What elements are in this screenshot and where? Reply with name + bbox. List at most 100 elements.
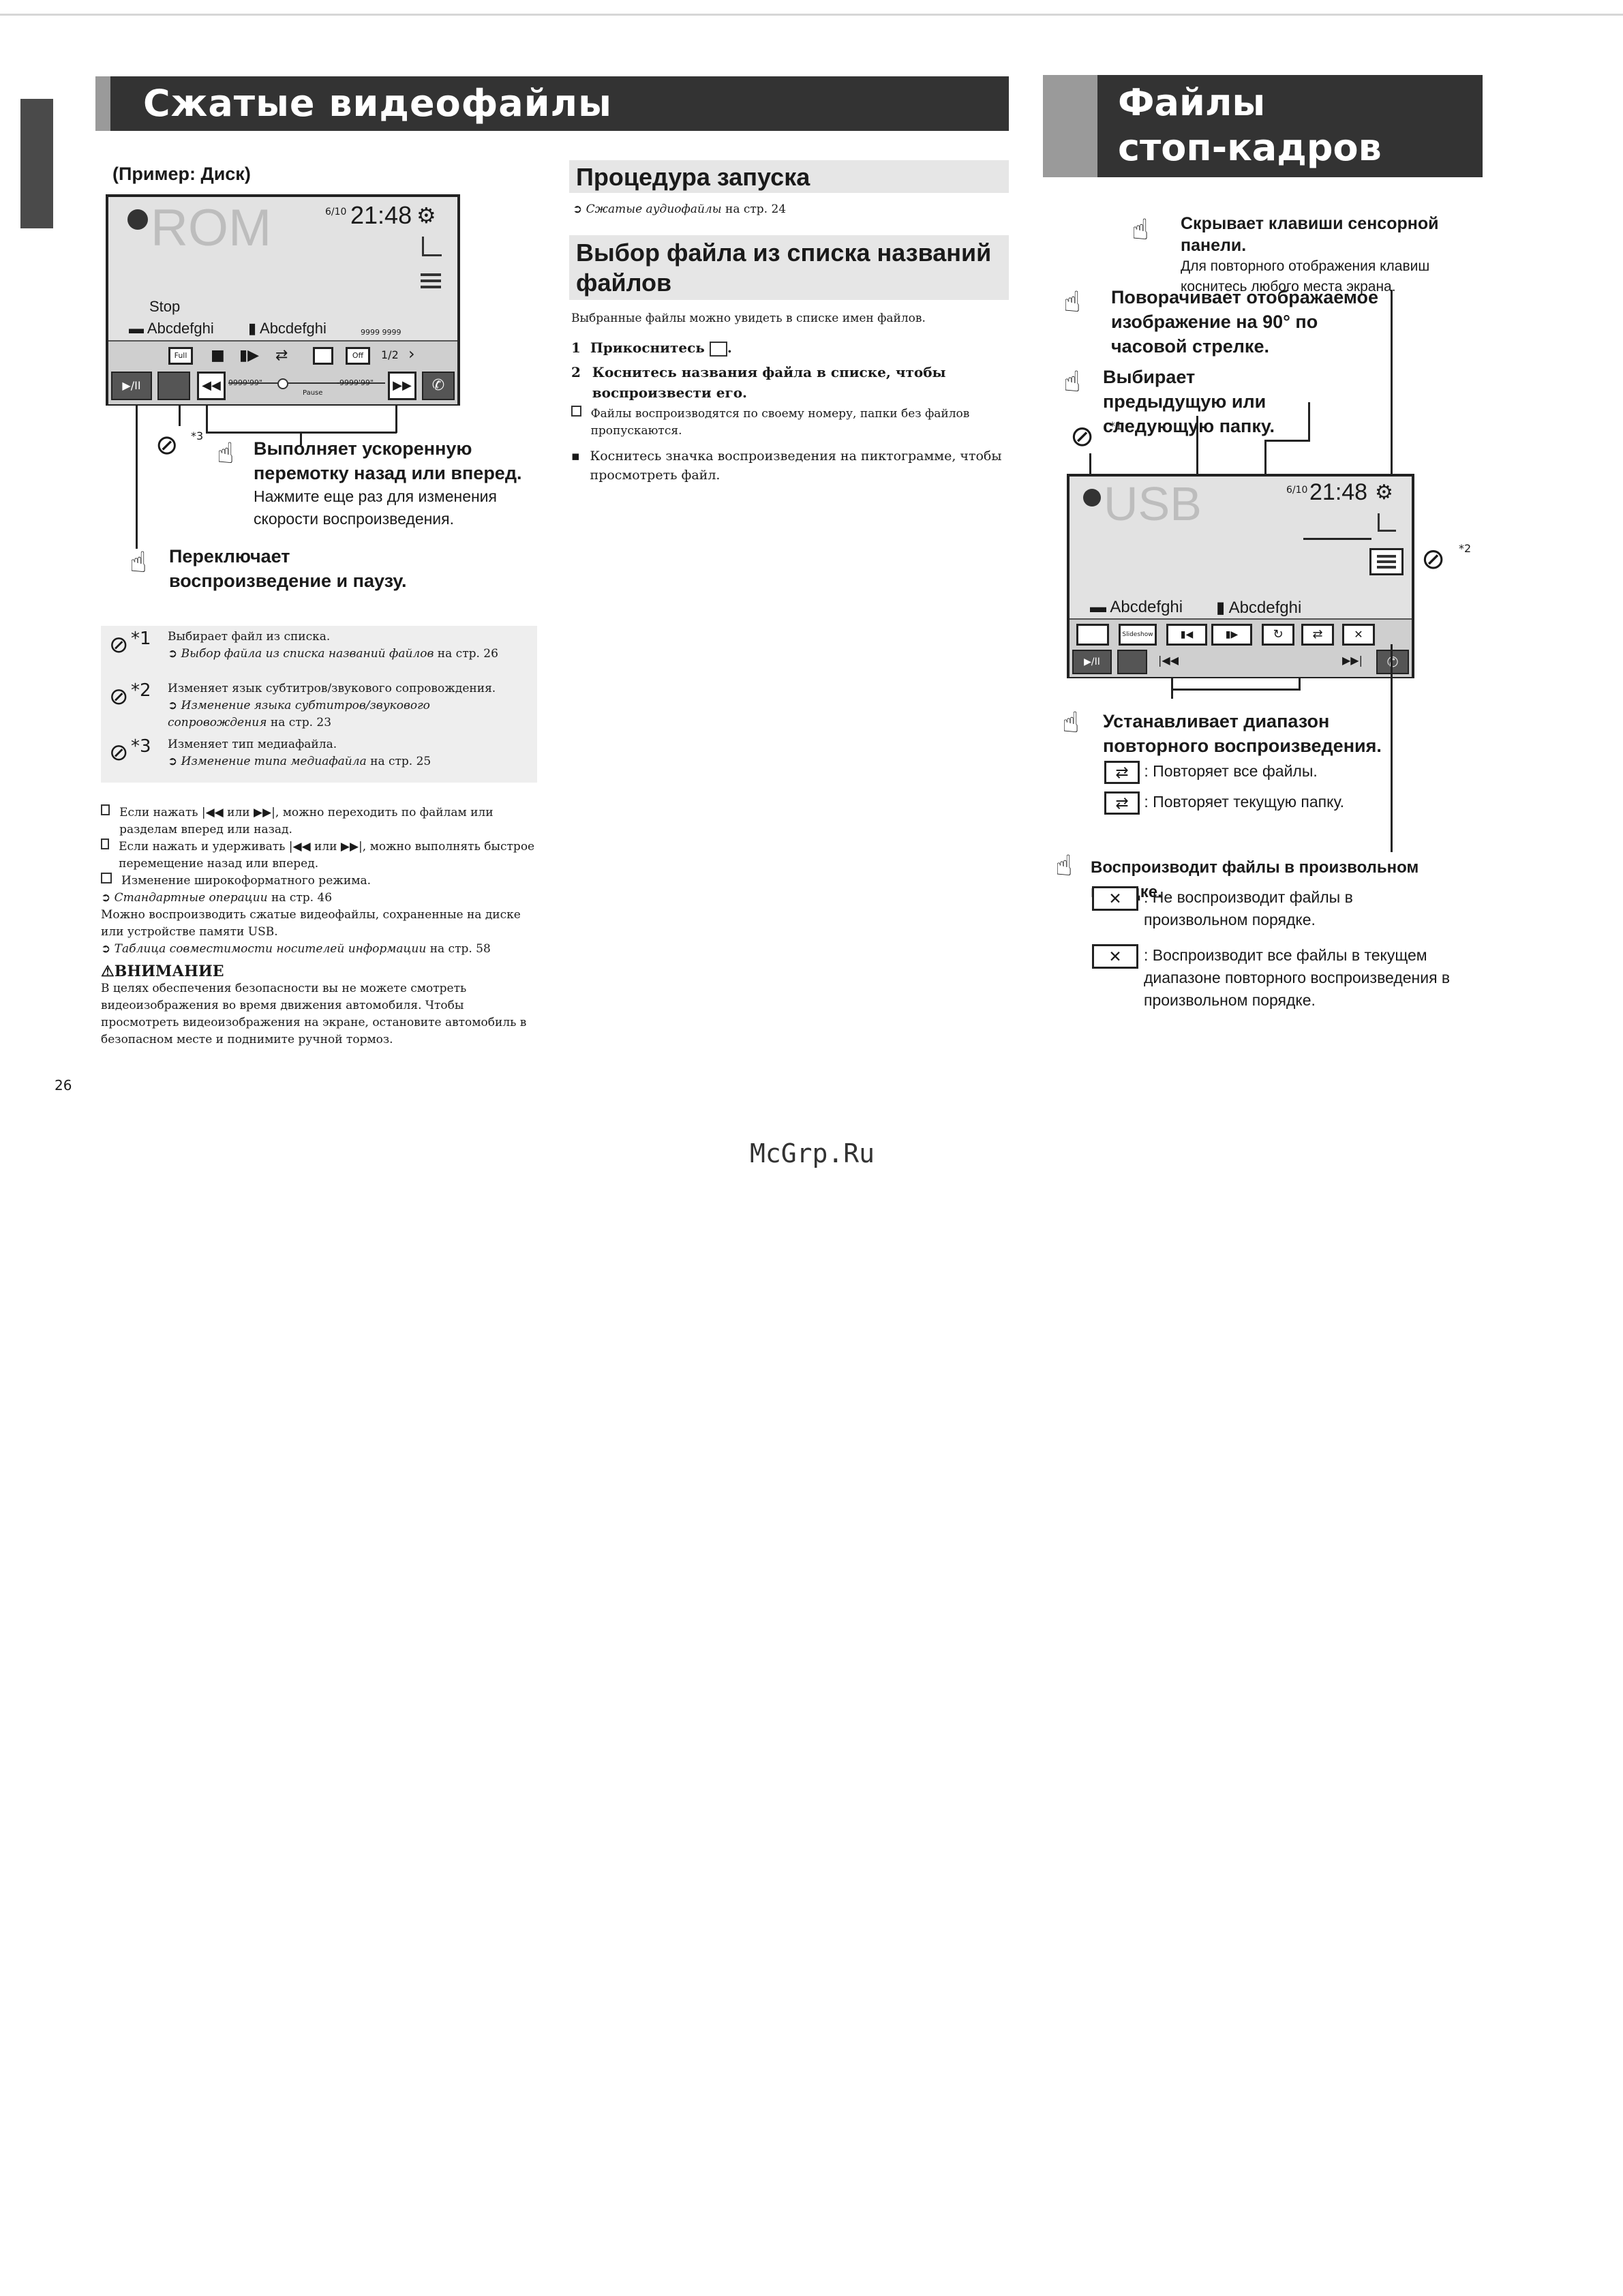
callout-repeat: Устанавливает диапазон повторного воспро…: [1103, 711, 1382, 756]
callout-ff-text: Нажмите еще раз для изменения скорости в…: [254, 487, 497, 528]
next-folder-button[interactable]: ▮▶: [1211, 624, 1252, 646]
leader-repeat-h: [1171, 689, 1301, 691]
ref-compat-title[interactable]: Таблица совместимости носителей информац…: [114, 942, 427, 956]
note-ref-tail: на стр.: [437, 647, 480, 661]
progress-bar[interactable]: [228, 382, 385, 384]
clock-label: 21:48: [1309, 479, 1368, 505]
note-mark: *3: [131, 736, 151, 757]
settings-icon[interactable]: ⚙: [1375, 481, 1393, 504]
slideshow-button[interactable]: Slideshow: [1119, 624, 1157, 646]
bullet-icon: [101, 804, 110, 815]
warning-title: ВНИМАНИЕ: [114, 963, 224, 980]
note-ref: ➲ Изменение типа медиафайла на стр. 25: [168, 755, 431, 768]
note-item: Изменяет язык субтитров/звукового сопров…: [168, 680, 529, 731]
note-ref: ➲ Изменение языка субтитров/звукового со…: [168, 699, 430, 729]
leader-hide-top: [1391, 290, 1393, 474]
list-item: Если нажать |◀◀ или ▶▶|, можно переходит…: [101, 804, 537, 839]
section-banner-stills: Файлы стоп-кадров: [1043, 75, 1483, 177]
list-icon[interactable]: [421, 271, 441, 291]
status-label: Stop: [149, 298, 181, 315]
ref-compat-tail: на стр. 58: [429, 942, 491, 956]
eq-icon[interactable]: [422, 237, 442, 256]
note-ref-tail: на стр. 25: [370, 755, 431, 768]
media-type-button[interactable]: [157, 372, 190, 400]
note-ref-tail: на стр. 23: [270, 716, 332, 729]
fast-forward-button[interactable]: ▶▶: [388, 372, 416, 400]
link-icon: ⊘: [109, 739, 129, 766]
leader-rewind: [206, 406, 208, 433]
eq-icon[interactable]: [1378, 513, 1396, 532]
chevron-right-icon[interactable]: ›: [408, 344, 415, 363]
menu-icon[interactable]: [1083, 489, 1101, 507]
hide-keys-button[interactable]: [1076, 624, 1109, 646]
repeat-button[interactable]: ⇄: [1301, 624, 1334, 646]
step-icon[interactable]: ▮▶: [239, 347, 260, 364]
leader-random: [1391, 644, 1393, 852]
list-button[interactable]: [1369, 548, 1404, 575]
repeat-all-row: ⇄ : Повторяет все файлы.: [1104, 760, 1318, 784]
ref-standard-title[interactable]: Стандартные операции: [114, 891, 268, 905]
media-type-button[interactable]: [1117, 650, 1147, 674]
example-label: (Пример: Диск): [112, 164, 251, 184]
leader-eq: [1303, 538, 1371, 540]
leader-rotate-up: [1308, 402, 1310, 442]
star1-label: *1: [1110, 419, 1123, 432]
ref-standard: ➲ Стандартные операции на стр. 46: [101, 891, 333, 905]
note-ref-title[interactable]: Выбор файла из списка названий файлов: [181, 647, 434, 661]
folder-row: ▬ Abcdefghi: [129, 320, 214, 337]
star2-label: *2: [1459, 542, 1472, 555]
ref-standard-tail: на стр. 46: [271, 891, 333, 905]
phone-icon[interactable]: ✆: [422, 372, 455, 400]
progress-label: Pause: [303, 389, 323, 397]
start-ref-title[interactable]: Сжатые аудиофайлы: [586, 202, 722, 216]
stop-icon[interactable]: ■: [211, 347, 225, 364]
menu-icon[interactable]: [127, 209, 148, 230]
start-heading: Процедура запуска: [569, 160, 1009, 193]
link-icon: ⊘: [109, 631, 129, 659]
callout-ff-title: Выполняет ускоренную перемотку назад или…: [254, 438, 522, 483]
prev-icon[interactable]: |◀◀: [1158, 654, 1179, 667]
page-indicator: 1/2: [381, 348, 399, 361]
repeat-icon[interactable]: ⇄: [275, 347, 288, 364]
progress-knob[interactable]: [277, 378, 288, 389]
clock-label: 21:48: [350, 201, 412, 229]
play-pause-button[interactable]: ▶/II: [1072, 650, 1112, 674]
phone-icon[interactable]: ✆: [1376, 650, 1409, 674]
play-pause-button[interactable]: ▶/II: [111, 372, 152, 400]
shuffle-off-icon: ✕: [1092, 886, 1138, 911]
off-button[interactable]: Off: [346, 347, 370, 365]
rewind-button[interactable]: ◀◀: [197, 372, 226, 400]
callout-ff: Выполняет ускоренную перемотку назад или…: [254, 436, 547, 530]
audio-sub-button[interactable]: [313, 347, 333, 365]
counters: 9999 9999: [361, 328, 401, 337]
star3-label: *3: [191, 429, 204, 442]
note-item: Изменяет тип медиафайла. ➲ Изменение тип…: [168, 736, 529, 770]
leader-ff: [395, 406, 397, 433]
link-icon: ⊘: [109, 683, 129, 710]
full-button[interactable]: Full: [168, 347, 193, 365]
random-on-row: ✕ : Воспроизводит все файлы в текущем ди…: [1092, 944, 1474, 1012]
settings-icon[interactable]: ⚙: [416, 202, 436, 228]
warning-icon: ⚠: [101, 963, 115, 980]
callout-hide: Скрывает клавиши сенсорной панели. Для п…: [1181, 213, 1494, 297]
stills-screen: USB 6/10 21:48 ⚙ ▬ Abcdefghi ▮ Abcdefghi…: [1067, 474, 1414, 678]
hand-icon: ☝: [1063, 365, 1081, 398]
bullet-text: Коснитесь значка воспроизведения на пикт…: [590, 449, 1002, 483]
note-ref-title[interactable]: Изменение типа медиафайла: [181, 755, 367, 768]
shuffle-button[interactable]: ✕: [1342, 624, 1375, 646]
hand-icon: ☝: [130, 545, 147, 579]
side-tab: [20, 99, 53, 228]
next-icon[interactable]: ▶▶|: [1342, 654, 1363, 667]
step-text: Коснитесь названия файла в списке, чтобы…: [592, 364, 946, 401]
note-ref-title[interactable]: Изменение языка субтитров/звукового сопр…: [168, 699, 430, 729]
bullet-text: Файлы воспроизводятся по своему номеру, …: [590, 407, 970, 438]
prev-folder-button[interactable]: ▮◀: [1166, 624, 1207, 646]
bullet-icon: ▪: [571, 449, 580, 464]
note-mark: *2: [131, 680, 151, 701]
file-name: Abcdefghi: [260, 320, 327, 337]
list-item: Файлы воспроизводятся по своему номеру, …: [571, 406, 1007, 440]
note-text: Выбирает файл из списка.: [168, 630, 331, 644]
rotate-button[interactable]: ↻: [1262, 624, 1294, 646]
leader-rotate-h: [1264, 440, 1309, 442]
note-text: Изменяет язык субтитров/звукового сопров…: [168, 682, 496, 695]
